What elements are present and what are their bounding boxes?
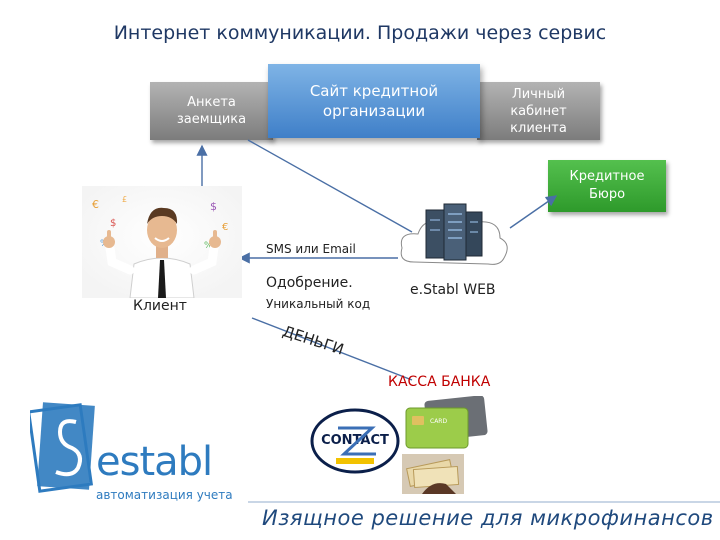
svg-text:€: € (222, 222, 228, 233)
tagline-underline (248, 501, 720, 503)
client-photo-icon: € $ % $ € % £ (82, 186, 242, 298)
approval-label: Одобрение. (266, 275, 353, 291)
tagline: Изящное решение для микрофинансов (262, 506, 714, 530)
svg-text:$: $ (210, 200, 217, 213)
svg-text:£: £ (122, 195, 127, 204)
bank-card-icon: CARD (402, 396, 490, 452)
cash-hand-icon (402, 454, 464, 494)
kassa-label: КАССА БАНКА (388, 374, 490, 390)
svg-text:$: $ (110, 218, 116, 229)
sms-label: SMS или Email (266, 242, 356, 256)
establ-brand-text: establ (96, 442, 212, 482)
contact-card-icon: CONTACT (310, 408, 400, 474)
svg-text:€: € (92, 198, 99, 211)
code-label: Уникальный код (266, 297, 370, 311)
svg-text:CARD: CARD (430, 418, 447, 425)
site-to-server-line (248, 140, 412, 232)
server-to-bureau-arrow (510, 196, 556, 228)
establ-subtitle: автоматизация учета (96, 488, 233, 502)
client-label: Клиент (133, 298, 187, 314)
server-rack-icon (426, 204, 482, 260)
server-cloud (396, 200, 512, 276)
server-label: e.Stabl WEB (410, 282, 496, 298)
